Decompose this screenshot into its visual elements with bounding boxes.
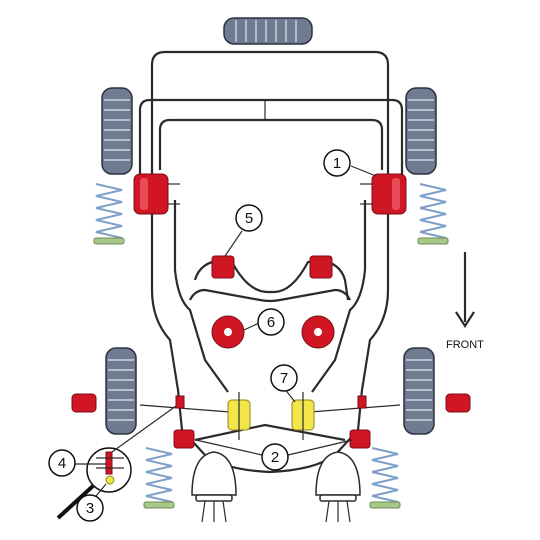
front-left-wheel (101, 87, 133, 175)
callout-leaders (74, 165, 377, 497)
front-right-spring (417, 183, 449, 245)
front-right-wheel (405, 87, 437, 175)
callout-1: 1 (323, 149, 351, 177)
rear-left-spring (143, 447, 175, 509)
front-direction-arrow (455, 252, 475, 329)
chassis-frame (138, 50, 404, 474)
right-yellow-bush (291, 392, 315, 440)
callout-3: 3 (76, 494, 104, 522)
callout-4-label: 4 (58, 455, 66, 472)
rear-left-link-bush (173, 429, 195, 449)
rear-left-damper (191, 451, 237, 523)
magnifier-detail (56, 405, 177, 520)
rear-left-wheel (105, 347, 137, 435)
spare-wheel (223, 17, 313, 45)
left-round-bush (211, 315, 245, 349)
callout-7: 7 (270, 364, 298, 392)
front-left-spring (93, 183, 125, 245)
callout-5-label: 5 (245, 210, 253, 227)
left-chassis-mount-bush (211, 255, 235, 279)
callout-7-label: 7 (280, 370, 288, 387)
callout-6-label: 6 (267, 314, 275, 331)
rear-left-outer-bush (71, 393, 97, 413)
rear-right-link-bush (349, 429, 371, 449)
right-round-bush (301, 315, 335, 349)
right-chassis-mount-bush (309, 255, 333, 279)
rear-right-spring (369, 447, 401, 509)
callout-2-label: 2 (271, 449, 279, 466)
front-left-radius-arm-bush (133, 173, 180, 215)
rear-right-wheel (403, 347, 435, 435)
rear-right-small-bush (357, 395, 367, 409)
rear-right-outer-bush (445, 393, 471, 413)
front-right-radius-arm-bush (360, 173, 407, 215)
rear-left-small-bush (175, 395, 185, 409)
left-yellow-bush (227, 392, 251, 440)
callout-6: 6 (257, 308, 285, 336)
callout-2: 2 (261, 443, 289, 471)
callout-1-label: 1 (333, 155, 341, 172)
callout-4: 4 (48, 449, 76, 477)
callout-5: 5 (235, 204, 263, 232)
front-label: FRONT (446, 339, 484, 351)
callout-3-label: 3 (86, 500, 94, 517)
rear-right-damper (315, 451, 361, 523)
